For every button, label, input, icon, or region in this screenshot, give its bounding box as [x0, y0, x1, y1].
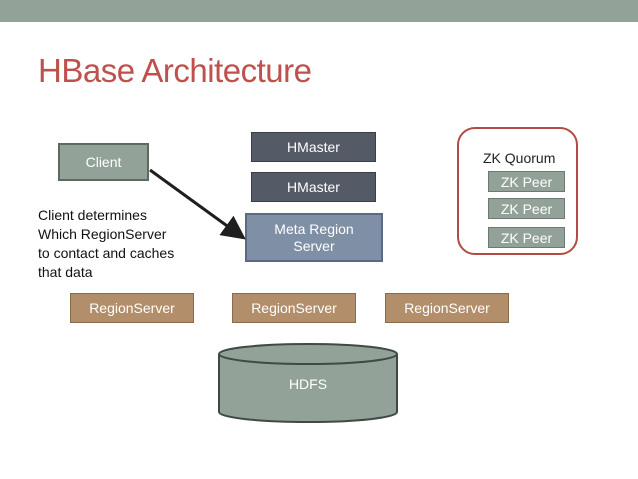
region-server-box-1: RegionServer: [70, 293, 194, 323]
region-server-box-2: RegionServer: [232, 293, 356, 323]
hmaster-box-backup: HMaster: [251, 172, 376, 202]
region-server-box-3: RegionServer: [385, 293, 509, 323]
zk-quorum-label: ZK Quorum: [483, 150, 556, 166]
client-note-line-3: to contact and caches: [38, 245, 175, 261]
zk-peer-box-3: ZK Peer: [488, 227, 565, 248]
client-note-line-2: Which RegionServer: [38, 226, 167, 242]
client-note: Client determines Which RegionServer to …: [38, 206, 208, 282]
client-box: Client: [58, 143, 149, 181]
client-note-line-1: Client determines: [38, 207, 147, 223]
meta-region-server-box: Meta Region Server: [245, 213, 383, 262]
slide-title: HBase Architecture: [38, 52, 312, 89]
hdfs-cylinder: [218, 343, 398, 423]
zk-peer-box-1: ZK Peer: [488, 171, 565, 192]
hdfs-label: HDFS: [288, 376, 328, 392]
meta-region-server-line-1: Meta Region: [274, 220, 354, 237]
top-accent-bar: [0, 0, 638, 22]
client-note-line-4: that data: [38, 264, 93, 280]
client-to-meta-arrow: [149, 168, 246, 240]
hmaster-box-primary: HMaster: [251, 132, 376, 162]
zk-peer-box-2: ZK Peer: [488, 198, 565, 219]
meta-region-server-line-2: Server: [293, 237, 335, 254]
